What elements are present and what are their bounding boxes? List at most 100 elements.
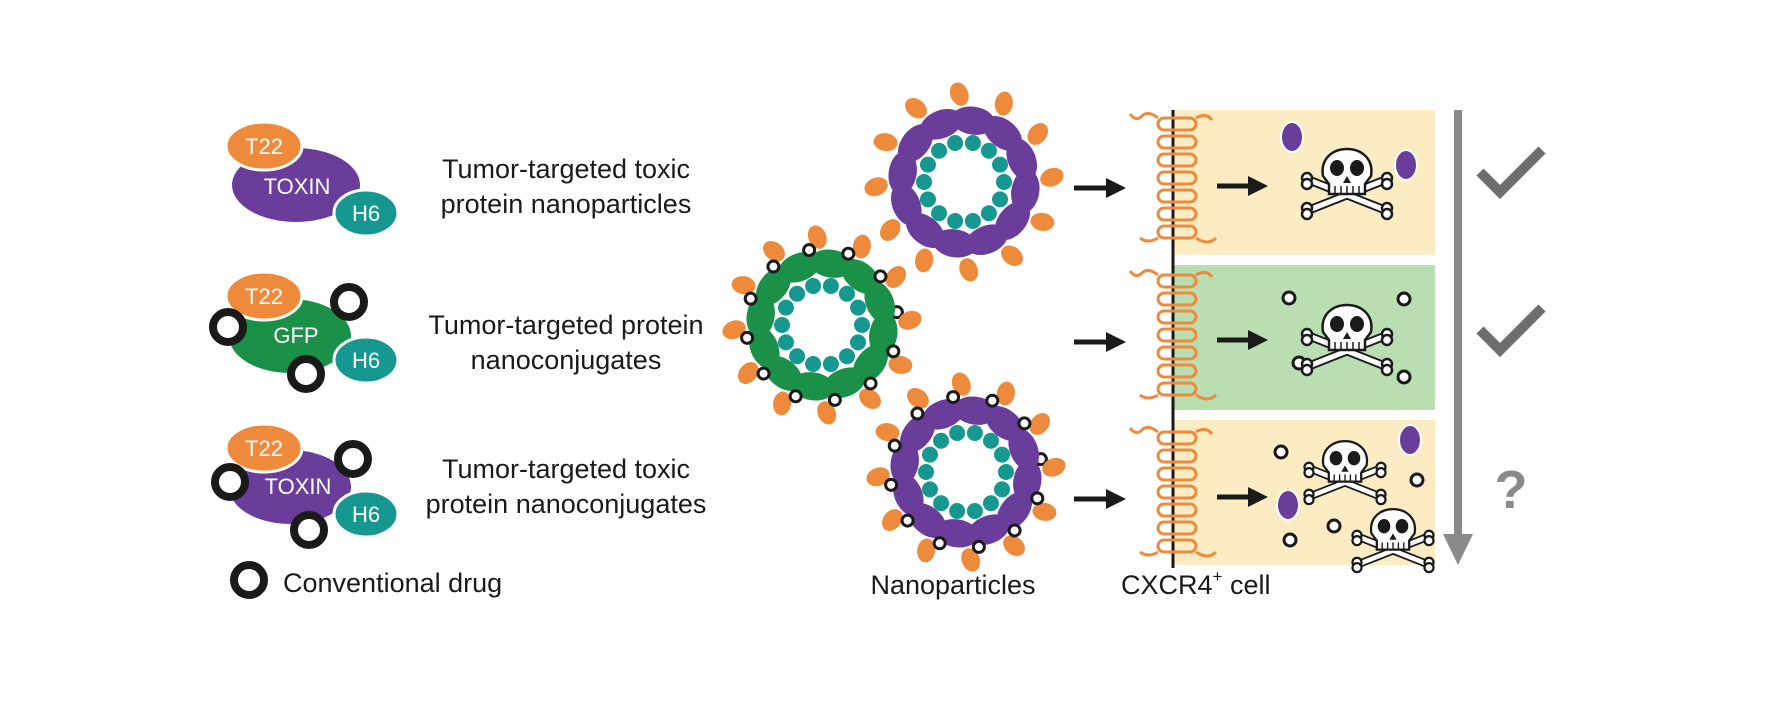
h6-bead (994, 481, 1011, 498)
arrows-to-cell (1074, 178, 1126, 509)
drug-ring (211, 463, 249, 501)
h6-bead (921, 446, 938, 463)
h6-bead (805, 355, 822, 372)
cell-label-name: CXCR4 (1121, 570, 1213, 600)
arrow-right-icon (1074, 178, 1126, 198)
released-drug (1273, 444, 1289, 460)
nanoconjugate-gfp (722, 225, 922, 425)
h6-bead (982, 495, 999, 512)
legend-row-2: T22 GFP H6 Tumor-targeted protein nanoco… (209, 270, 704, 393)
h6-bead (919, 191, 936, 208)
arrow-right-icon (1074, 489, 1126, 509)
drug-ring (788, 389, 803, 404)
module-t22 (905, 97, 927, 119)
drug-ring (971, 539, 986, 554)
h6-bead (964, 135, 981, 152)
drug-ring (910, 406, 925, 421)
panel-3-contents (1273, 424, 1425, 548)
skulls (1300, 147, 1435, 574)
h6-bead (931, 205, 948, 222)
drug-ring (290, 511, 328, 549)
module-t22 (951, 372, 971, 396)
panel-1-contents (1280, 121, 1418, 181)
drug-ring (1030, 491, 1045, 506)
drug-ring (946, 390, 961, 405)
module-t22 (888, 355, 913, 374)
released-drug (1281, 290, 1297, 306)
released-drug (1326, 518, 1342, 534)
h6-bead (933, 432, 950, 449)
drug-ring (802, 243, 817, 258)
arrow-right-icon (1217, 176, 1268, 196)
module-t22 (773, 391, 792, 416)
h6-tag (332, 188, 400, 238)
module-t22 (961, 548, 981, 572)
h6-bead (789, 285, 806, 302)
arrow-right-icon (1074, 332, 1126, 352)
released-toxin (1398, 424, 1422, 456)
arrow-right-icon (1217, 487, 1268, 507)
skull-crossbones-icon (1351, 508, 1435, 574)
h6-tag (332, 489, 400, 539)
h6-bead (949, 425, 966, 442)
module-t22 (852, 234, 871, 259)
drug-ring (873, 269, 888, 284)
row-1-description-line-2: protein nanoparticles (441, 189, 692, 219)
receptors (1128, 111, 1218, 558)
h6-label: H6 (352, 502, 380, 527)
h6-bead (992, 191, 1009, 208)
drug-ring (886, 344, 901, 359)
h6-bead (966, 502, 983, 519)
module-core (1008, 428, 1040, 471)
drug-ring (287, 355, 325, 393)
h6-bead (850, 334, 867, 351)
drug-ring (1017, 416, 1032, 431)
nanoconjugate-toxic (866, 372, 1066, 572)
t22-tag (224, 422, 304, 474)
core-label: GFP (273, 323, 318, 348)
module-t22 (898, 310, 922, 330)
drug-ring (932, 536, 947, 551)
drug-ring (740, 330, 755, 345)
h6-bead (933, 495, 950, 512)
skull-crossbones-icon (1303, 440, 1387, 506)
nanoparticle-toxic (864, 82, 1064, 282)
h6-bead (998, 464, 1014, 480)
released-drug (1409, 472, 1425, 488)
cell-label-superscript: + (1213, 567, 1223, 586)
drug-ring (887, 438, 902, 453)
module-t22 (1042, 457, 1066, 477)
nanoparticles-label: Nanoparticles (870, 570, 1035, 600)
h6-bead (980, 205, 997, 222)
h6-tag (332, 335, 400, 385)
row-3-description-line-2: protein nanoconjugates (426, 489, 707, 519)
module-t22 (875, 423, 900, 442)
drug-ring (841, 246, 856, 261)
t22-label: T22 (245, 284, 283, 309)
arrow-right-icon (1217, 330, 1268, 350)
drug-ring (766, 259, 781, 274)
h6-bead (822, 355, 839, 372)
released-drug (1396, 291, 1412, 307)
module-t22 (1040, 167, 1064, 187)
module-t22 (907, 387, 929, 409)
row-3-description-line-1: Tumor-targeted toxic (442, 454, 690, 484)
h6-bead (947, 212, 964, 229)
module-t22 (1030, 212, 1055, 231)
h6-bead (822, 278, 839, 295)
check-icon (1476, 146, 1546, 200)
module-t22 (1027, 123, 1049, 145)
h6-bead (980, 142, 997, 159)
module-core (1006, 138, 1038, 181)
h6-bead (966, 425, 983, 442)
h6-bead (949, 502, 966, 519)
module-t22 (885, 266, 907, 288)
receptor-icon (1128, 425, 1218, 558)
h6-bead (777, 334, 794, 351)
h6-bead (931, 142, 948, 159)
h6-bead (918, 464, 934, 480)
released-toxin (1280, 121, 1304, 153)
module-core (864, 281, 896, 324)
module-t22 (959, 258, 979, 282)
